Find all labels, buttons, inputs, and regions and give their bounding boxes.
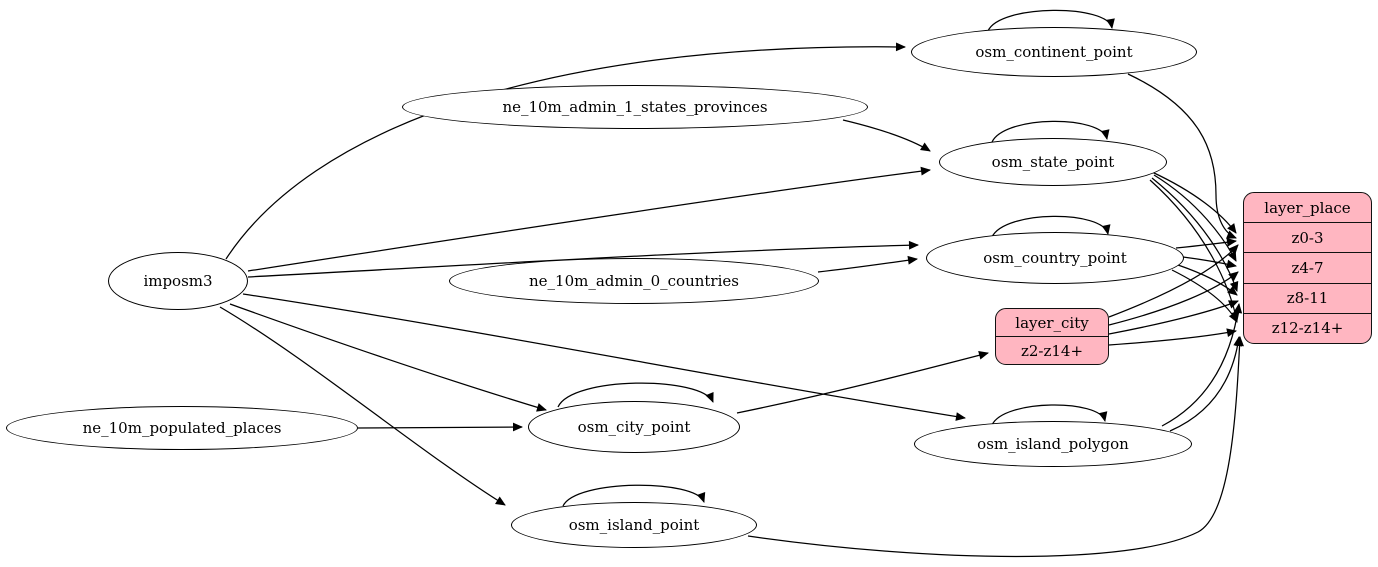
record-title-layer-city: layer_city bbox=[1015, 313, 1089, 332]
node-label-osm-city-point: osm_city_point bbox=[577, 418, 691, 436]
edge-osm-state-point-to-osm-state-point bbox=[991, 120, 1110, 143]
edge-osm-island-polygon-to-layer-place-z8-11 bbox=[1161, 303, 1243, 427]
node-osm-country-point: osm_country_point bbox=[926, 232, 1184, 284]
node-label-osm-country-point: osm_country_point bbox=[983, 249, 1127, 267]
node-label-osm-island-polygon: osm_island_polygon bbox=[977, 435, 1129, 453]
layer-place-row-z4-7: z4-7 bbox=[1244, 252, 1371, 282]
edge-ne-10m-admin-1-states-provinces-to-osm-state-point bbox=[842, 119, 931, 152]
edge-layer-city-to-layer-place-z12-z14+ bbox=[1108, 328, 1237, 346]
layer-place-row-z8-11: z8-11 bbox=[1244, 282, 1371, 313]
edge-osm-island-point-to-osm-island-point bbox=[562, 484, 706, 507]
node-osm-city-point: osm_city_point bbox=[528, 401, 740, 453]
edge-osm-continent-point-to-layer-place-z0-3 bbox=[1127, 73, 1237, 239]
edge-imposm3-to-osm-city-point bbox=[229, 303, 547, 412]
node-label-osm-island-point: osm_island_point bbox=[568, 516, 700, 534]
node-ne-10m-admin-0-countries: ne_10m_admin_0_countries bbox=[449, 258, 819, 304]
edge-osm-city-point-to-layer-city-z2-z14+ bbox=[736, 351, 989, 414]
node-osm-continent-point: osm_continent_point bbox=[911, 27, 1197, 77]
layer-place-row-z0-3: z0-3 bbox=[1244, 222, 1371, 252]
node-ne-10m-populated-places: ne_10m_populated_places bbox=[6, 406, 358, 450]
edge-ne-10m-populated-places-to-osm-city-point bbox=[357, 422, 523, 432]
edge-imposm3-to-osm-island-point bbox=[219, 306, 506, 506]
node-osm-island-polygon: osm_island_polygon bbox=[914, 421, 1192, 467]
node-label-osm-continent-point: osm_continent_point bbox=[975, 43, 1133, 61]
edge-imposm3-to-osm-island-polygon bbox=[242, 293, 966, 421]
edge-osm-country-point-to-osm-country-point bbox=[991, 215, 1111, 238]
node-label-imposm3: imposm3 bbox=[143, 272, 213, 290]
node-label-ne-10m-populated-places: ne_10m_populated_places bbox=[82, 419, 282, 437]
edge-imposm3-to-osm-continent-point bbox=[225, 42, 906, 260]
edge-osm-continent-point-to-osm-continent-point bbox=[987, 9, 1115, 32]
node-ne-10m-admin-1-states-provinces: ne_10m_admin_1_states_provinces bbox=[402, 85, 868, 129]
edge-osm-country-point-to-layer-place-z4-7 bbox=[1182, 256, 1237, 269]
node-label-ne-10m-admin-0-countries: ne_10m_admin_0_countries bbox=[529, 272, 739, 290]
edge-osm-state-point-to-layer-place-z0-3 bbox=[1151, 171, 1237, 234]
record-title-layer-place: layer_place bbox=[1264, 198, 1351, 217]
layer-city-row-z2-z14plus: z2-z14+ bbox=[996, 336, 1108, 364]
node-label-ne-10m-admin-1-states-provinces: ne_10m_admin_1_states_provinces bbox=[502, 98, 768, 116]
node-imposm3: imposm3 bbox=[108, 252, 248, 310]
layer-place-row-z12-z14plus: z12-z14+ bbox=[1244, 312, 1371, 343]
edge-osm-island-polygon-to-osm-island-polygon bbox=[991, 404, 1108, 426]
edge-osm-island-polygon-to-layer-place-z12-z14+ bbox=[1169, 336, 1243, 432]
edge-layer-city-to-layer-place-z4-7 bbox=[1108, 271, 1239, 326]
edge-osm-country-point-to-layer-place-z8-11 bbox=[1177, 264, 1238, 296]
edge-osm-country-point-to-layer-place-z0-3 bbox=[1175, 237, 1237, 249]
edge-imposm3-to-osm-state-point bbox=[247, 166, 931, 272]
edge-layer-city-to-layer-place-z8-11 bbox=[1108, 300, 1239, 335]
edge-ne-10m-admin-0-countries-to-osm-country-point bbox=[817, 255, 918, 273]
node-osm-state-point: osm_state_point bbox=[939, 138, 1167, 186]
edge-osm-city-point-to-osm-city-point bbox=[557, 382, 714, 408]
edge-layer-city-to-layer-place-z0-3 bbox=[1108, 244, 1239, 318]
record-layer-city: layer_city z2-z14+ bbox=[995, 308, 1109, 365]
node-osm-island-point: osm_island_point bbox=[511, 502, 757, 548]
edge-osm-country-point-to-layer-place-z12-z14+ bbox=[1171, 269, 1238, 323]
edge-osm-island-point-to-layer-place-z12-z14+ bbox=[747, 336, 1244, 558]
node-label-osm-state-point: osm_state_point bbox=[991, 153, 1115, 171]
